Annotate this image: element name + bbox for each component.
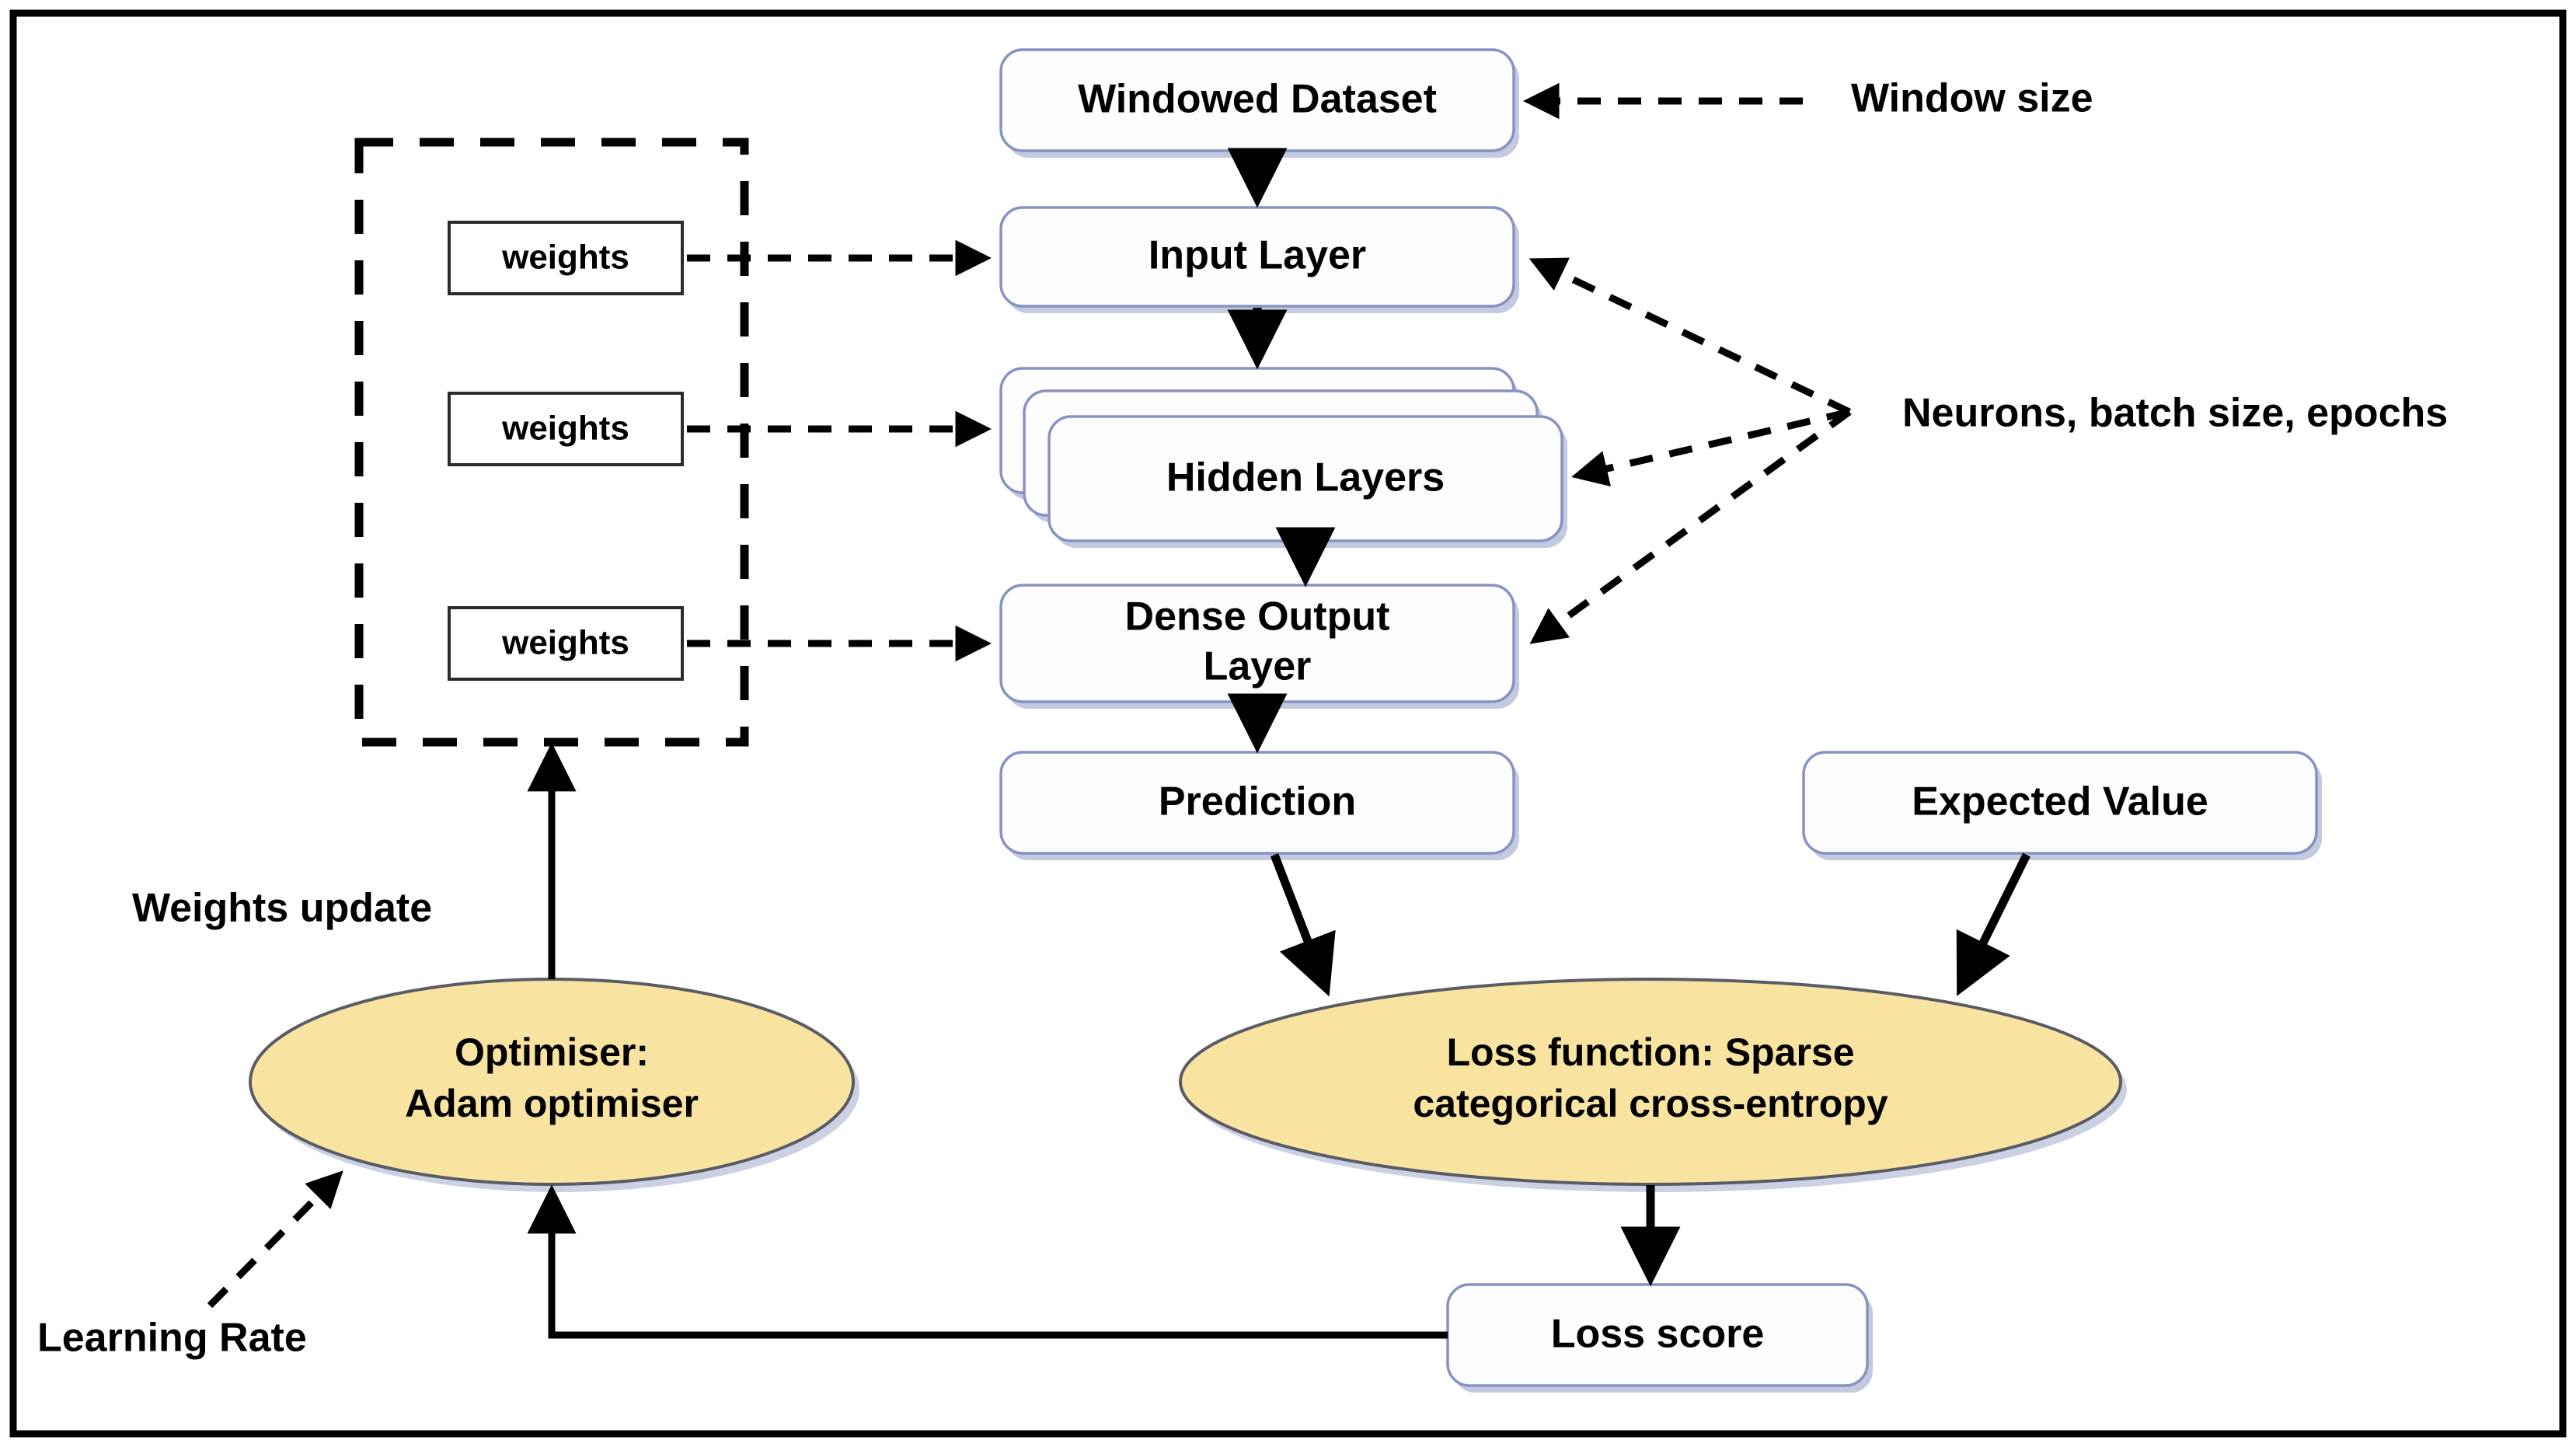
annotation-hyperparameters: Neurons, batch size, epochs bbox=[1902, 391, 2448, 436]
edge-learning-rate-to-optimiser bbox=[207, 1170, 343, 1309]
node-weights-2[interactable]: weights bbox=[448, 392, 684, 466]
node-loss-function-label-line1: Loss function: Sparse bbox=[1446, 1030, 1854, 1074]
node-prediction[interactable]: Prediction bbox=[999, 751, 1519, 860]
node-weights-3-label: weights bbox=[501, 624, 629, 662]
node-hidden-layers-label: Hidden Layers bbox=[1166, 455, 1445, 500]
node-weights-2-label: weights bbox=[501, 410, 629, 448]
node-hidden-layers[interactable]: Hidden Layers bbox=[999, 367, 1567, 548]
annotation-weights-update: Weights update bbox=[132, 886, 432, 931]
node-dense-output-layer[interactable]: Dense Output Layer bbox=[999, 584, 1519, 709]
annotation-window-size: Window size bbox=[1851, 76, 2093, 121]
node-prediction-label: Prediction bbox=[1159, 779, 1356, 825]
edge-hyperparams-to-dense-output-layer bbox=[1529, 409, 1852, 644]
node-dense-output-layer-label-line2: Layer bbox=[1204, 644, 1312, 689]
node-input-layer[interactable]: Input Layer bbox=[999, 206, 1519, 313]
node-expected-value-label: Expected Value bbox=[1912, 779, 2208, 825]
node-loss-function-label-line2: categorical cross-entropy bbox=[1413, 1082, 1888, 1125]
weights-group-dashed-container bbox=[354, 138, 749, 747]
edge-expected-to-loss-function bbox=[1956, 853, 2030, 996]
outer-frame bbox=[9, 9, 2567, 1438]
node-loss-score[interactable]: Loss score bbox=[1446, 1283, 1873, 1393]
node-weights-3[interactable]: weights bbox=[448, 606, 684, 681]
node-optimiser-label-line2: Adam optimiser bbox=[405, 1082, 699, 1125]
edge-loss-score-to-optimiser bbox=[527, 1184, 1448, 1339]
edge-hyperparams-to-hidden-layers bbox=[1571, 408, 1851, 486]
node-optimiser[interactable]: Optimiser: Adam optimiser bbox=[249, 978, 859, 1192]
node-optimiser-label-line1: Optimiser: bbox=[455, 1030, 649, 1074]
edge-prediction-to-loss-function bbox=[1270, 853, 1336, 997]
node-windowed-dataset-label: Windowed Dataset bbox=[1078, 77, 1437, 122]
node-dense-output-layer-label-line1: Dense Output bbox=[1125, 594, 1390, 640]
node-windowed-dataset[interactable]: Windowed Dataset bbox=[999, 48, 1519, 158]
edge-hyperparams-to-input-layer bbox=[1529, 257, 1851, 416]
annotation-learning-rate: Learning Rate bbox=[37, 1316, 307, 1361]
node-weights-1-label: weights bbox=[501, 239, 629, 277]
node-loss-function[interactable]: Loss function: Sparse categorical cross-… bbox=[1179, 978, 2127, 1192]
node-weights-1[interactable]: weights bbox=[448, 221, 684, 295]
node-expected-value[interactable]: Expected Value bbox=[1802, 751, 2322, 860]
node-loss-score-label: Loss score bbox=[1551, 1312, 1765, 1357]
node-input-layer-label: Input Layer bbox=[1149, 233, 1366, 278]
